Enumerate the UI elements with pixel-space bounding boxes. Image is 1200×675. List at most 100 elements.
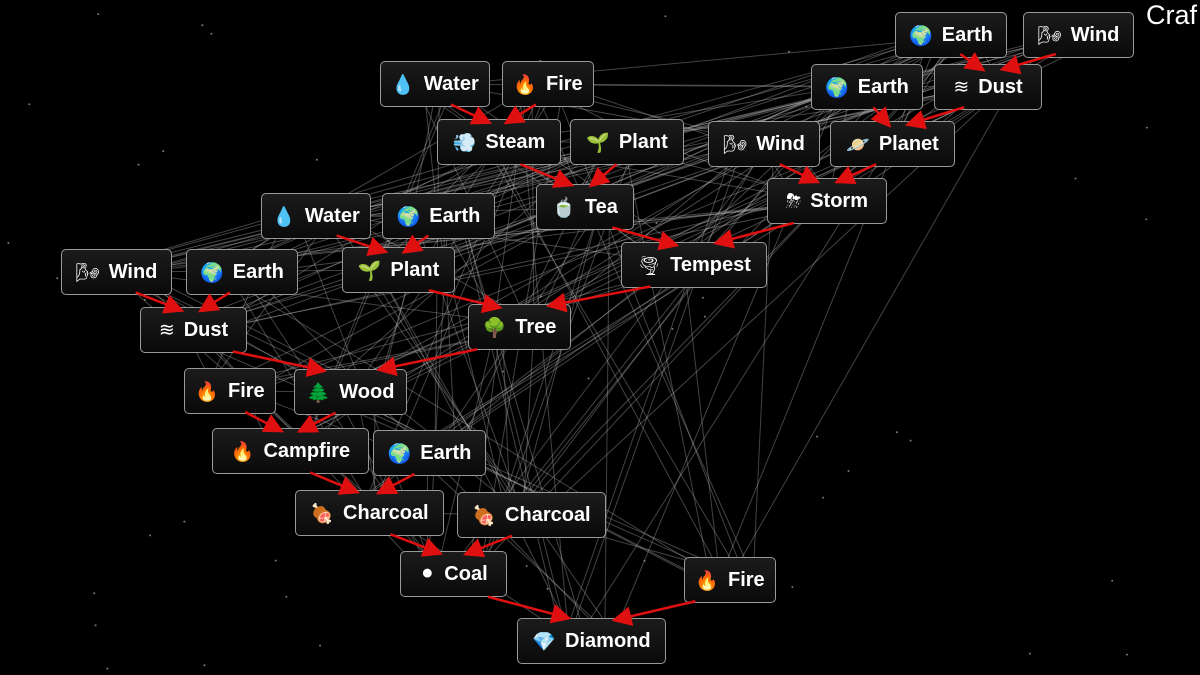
star: [805, 105, 808, 108]
star: [1074, 177, 1077, 180]
meat-on-bone-icon: 🍖: [472, 504, 497, 527]
star: [664, 15, 667, 18]
element-water[interactable]: 💧Water: [380, 61, 490, 107]
element-charcoal[interactable]: 🍖Charcoal: [295, 490, 444, 536]
star: [895, 431, 898, 434]
element-storm[interactable]: ⛈ Storm: [767, 178, 887, 224]
star: [210, 32, 213, 35]
edge-line: [509, 264, 710, 516]
edge-line: [567, 143, 744, 642]
element-label: Charcoal: [505, 503, 591, 526]
star: [847, 469, 850, 472]
dust-waves-icon: ≋: [158, 319, 175, 341]
edge-line: [252, 390, 448, 575]
element-plant[interactable]: 🌱Plant: [570, 119, 684, 165]
element-wind[interactable]: 🌬Wind: [61, 249, 172, 295]
steam-icon: 💨: [452, 131, 477, 154]
storm-cloud-icon: ⛈: [786, 190, 802, 212]
edge-line: [217, 271, 722, 581]
star: [93, 592, 96, 595]
edge-line: [683, 264, 721, 581]
fire-icon: 🔥: [195, 380, 219, 403]
star: [655, 222, 658, 225]
star: [587, 377, 590, 380]
edge-line: [502, 326, 511, 516]
seedling-icon: 🌱: [357, 259, 382, 282]
evergreen-tree-icon: 🌲: [306, 381, 331, 404]
element-tempest[interactable]: 🌪Tempest: [621, 242, 767, 288]
star: [787, 50, 790, 53]
element-charcoal[interactable]: 🍖 Charcoal: [457, 492, 606, 538]
star: [137, 163, 140, 166]
element-wind[interactable]: 🌬Wind: [1023, 12, 1134, 58]
black-circle-icon: ⚫: [419, 563, 436, 585]
earth-globe-icon: 🌍: [825, 76, 849, 99]
element-wood[interactable]: 🌲Wood: [294, 369, 407, 415]
edge-line: [377, 269, 508, 516]
star: [1125, 653, 1128, 656]
edge-line: [377, 269, 520, 516]
fire-icon: 🔥: [230, 440, 255, 463]
element-tea[interactable]: 🍵Tea: [536, 184, 634, 230]
star: [149, 534, 152, 537]
element-steam[interactable]: 💨 Steam: [437, 119, 561, 165]
edge-line: [604, 206, 611, 642]
earth-globe-icon: 🌍: [909, 24, 933, 47]
edge-line: [461, 215, 587, 642]
element-earth[interactable]: 🌍Earth: [186, 249, 298, 295]
element-tree[interactable]: 🌳Tree: [468, 304, 571, 350]
tea-bowl-icon: 🍵: [552, 196, 576, 219]
star: [1111, 579, 1114, 582]
element-label: Planet: [878, 132, 939, 155]
element-dust[interactable]: ≋Dust: [140, 307, 247, 353]
star: [97, 13, 100, 16]
star: [106, 667, 109, 670]
element-label: Tempest: [670, 253, 751, 276]
element-planet[interactable]: 🪐Planet: [830, 121, 955, 167]
star: [162, 150, 165, 153]
element-plant[interactable]: 🌱 Plant: [342, 247, 455, 293]
element-earth[interactable]: 🌍Earth: [373, 430, 486, 476]
element-label: Wind: [108, 260, 158, 283]
star: [539, 295, 542, 298]
star: [701, 296, 704, 299]
element-label: Plant: [390, 258, 440, 281]
star: [703, 315, 706, 318]
star: [546, 587, 549, 590]
element-earth[interactable]: 🌍 Earth: [895, 12, 1007, 58]
element-wind[interactable]: 🌬Wind: [708, 121, 820, 167]
edge-line: [541, 34, 1062, 516]
element-label: Campfire: [263, 439, 351, 462]
earth-globe-icon: 🌍: [387, 442, 412, 465]
star: [502, 370, 505, 373]
star: [643, 559, 646, 562]
edge-line: [213, 200, 803, 331]
element-label: Earth: [941, 23, 993, 46]
element-diamond[interactable]: 💎Diamond: [517, 618, 666, 664]
element-label: Storm: [810, 189, 868, 212]
element-label: Earth: [857, 75, 909, 98]
star: [563, 158, 566, 161]
star: [203, 664, 206, 667]
element-fire[interactable]: 🔥Fire: [184, 368, 276, 414]
element-fire[interactable]: 🔥Fire: [502, 61, 594, 107]
edge-line: [322, 391, 751, 581]
element-fire[interactable]: 🔥Fire: [684, 557, 776, 603]
element-water[interactable]: 💧Water: [261, 193, 371, 239]
element-label: Steam: [485, 130, 546, 153]
star: [201, 24, 204, 27]
element-label: Plant: [618, 130, 668, 153]
star: [274, 559, 277, 562]
element-earth[interactable]: 🌍Earth: [382, 193, 495, 239]
element-dust[interactable]: ≋Dust: [934, 64, 1042, 110]
gem-icon: 💎: [532, 630, 557, 653]
element-campfire[interactable]: 🔥 Campfire: [212, 428, 369, 474]
star: [94, 624, 97, 627]
element-label: Water: [423, 72, 479, 95]
edge-line: [516, 206, 601, 516]
element-earth[interactable]: 🌍 Earth: [811, 64, 923, 110]
star: [1145, 218, 1148, 221]
element-coal[interactable]: ⚫Coal: [400, 551, 507, 597]
star: [1029, 652, 1032, 655]
fire-icon: 🔥: [513, 73, 537, 96]
